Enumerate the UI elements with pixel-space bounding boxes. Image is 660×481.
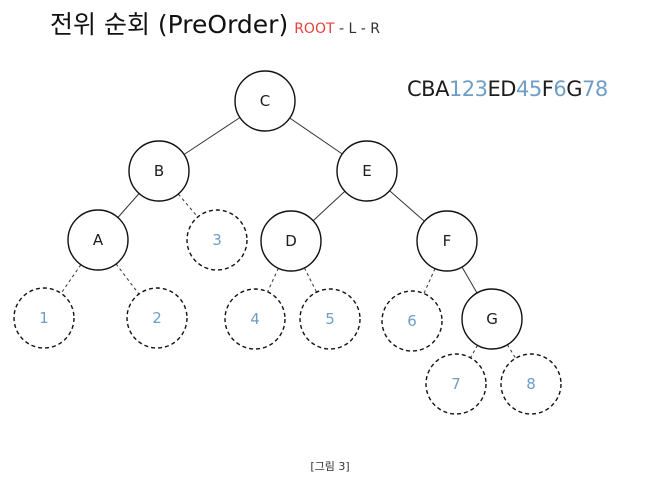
- tree-leaf: 5: [299, 288, 361, 350]
- leaf-circle: [13, 287, 75, 349]
- node-label: A: [93, 231, 104, 249]
- node-circle: [336, 140, 398, 202]
- leaf-label: 4: [250, 310, 260, 328]
- tree-node: B: [128, 140, 190, 202]
- tree-node: G: [461, 288, 523, 350]
- tree-edge: [267, 267, 279, 293]
- tree-leaf: 1: [13, 287, 75, 349]
- tree-edge: [115, 263, 140, 295]
- tree-leaf: 7: [425, 353, 487, 415]
- sequence-segment: ED: [487, 77, 517, 101]
- node-circle: [234, 70, 296, 132]
- tree-leaf: 8: [500, 353, 562, 415]
- node-label: D: [285, 232, 297, 250]
- tree-edge: [289, 117, 343, 155]
- node-label: G: [486, 310, 498, 328]
- leaf-label: 1: [39, 309, 49, 327]
- leaf-label: 7: [451, 375, 461, 393]
- leaf-circle: [500, 353, 562, 415]
- tree-leaf: 6: [381, 290, 443, 352]
- tree-edges: [60, 117, 517, 359]
- figure-caption: [그림 3]: [310, 460, 350, 473]
- tree-node: A: [67, 209, 129, 271]
- title-root-label: ROOT: [294, 21, 335, 37]
- node-label: E: [362, 162, 371, 180]
- tree-node: D: [260, 210, 322, 272]
- tree-edge: [461, 266, 478, 294]
- node-circle: [67, 209, 129, 271]
- node-circle: [128, 140, 190, 202]
- leaf-circle: [186, 209, 248, 271]
- sequence-segment: 45: [515, 77, 542, 101]
- leaf-label: 5: [325, 310, 335, 328]
- leaf-circle: [224, 288, 286, 350]
- tree-edge: [183, 117, 241, 155]
- tree-edge: [177, 193, 199, 218]
- tree-edge: [389, 190, 425, 222]
- traversal-order-sequence: CBA123ED45F6G78: [407, 79, 608, 100]
- node-circle: [461, 288, 523, 350]
- tree-node: F: [416, 210, 478, 272]
- sequence-segment: G: [566, 77, 582, 101]
- leaf-circle: [126, 287, 188, 349]
- sequence-segment: 123: [448, 77, 488, 101]
- tree-leaf: 4: [224, 288, 286, 350]
- tree-edge: [60, 264, 82, 294]
- leaf-label: 3: [212, 231, 222, 249]
- node-label: C: [260, 92, 270, 110]
- tree-leaf: 3: [186, 209, 248, 271]
- tree-edge: [470, 344, 478, 359]
- title-order-rest: - L - R: [334, 21, 380, 37]
- tree-edge: [312, 190, 346, 222]
- leaf-label: 8: [526, 375, 536, 393]
- tree-edge: [506, 344, 517, 359]
- node-label: F: [443, 232, 452, 250]
- tree-node: E: [336, 140, 398, 202]
- sequence-segment: 78: [581, 77, 608, 101]
- page-title: 전위 순회 (PreOrder) ROOT - L - R: [50, 12, 380, 37]
- tree-leaf: 2: [126, 287, 188, 349]
- leaf-circle: [381, 290, 443, 352]
- node-label: B: [154, 162, 164, 180]
- leaf-label: 6: [407, 312, 417, 330]
- tree-edge: [117, 193, 140, 218]
- title-main: 전위 순회 (PreOrder): [50, 10, 289, 39]
- sequence-segment: 6: [553, 77, 567, 101]
- leaf-label: 2: [152, 309, 162, 327]
- sequence-segment: CBA: [407, 77, 449, 101]
- node-circle: [260, 210, 322, 272]
- sequence-segment: F: [541, 77, 554, 101]
- tree-edge: [303, 267, 318, 293]
- leaf-circle: [299, 288, 361, 350]
- tree-edge: [423, 268, 436, 294]
- node-circle: [416, 210, 478, 272]
- leaf-circle: [425, 353, 487, 415]
- tree-node: C: [234, 70, 296, 132]
